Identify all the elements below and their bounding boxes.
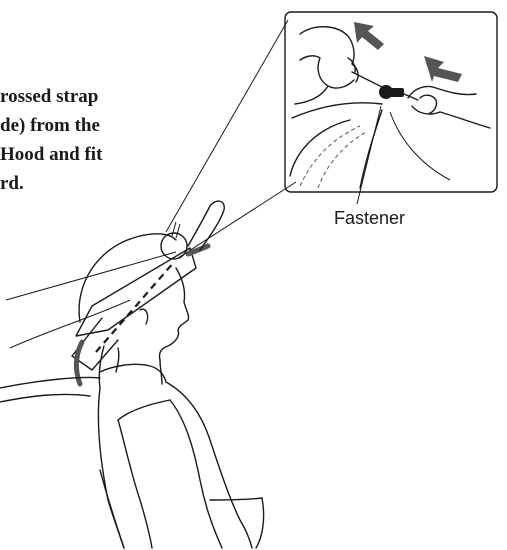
fastener-leader-line <box>357 106 381 204</box>
person-with-hood <box>0 201 264 548</box>
instruction-text: rossed strap de) from the Hood and fit r… <box>0 82 170 198</box>
instruction-line-4: rd. <box>0 169 170 198</box>
arm-line <box>0 377 100 388</box>
right-hand <box>408 86 490 128</box>
face-profile <box>159 268 188 360</box>
hood-brim <box>76 248 196 336</box>
chair-back <box>100 470 264 548</box>
collar <box>100 364 166 382</box>
instruction-line-1: rossed strap <box>0 82 170 111</box>
garment-inner <box>118 400 222 548</box>
strap-tail <box>188 201 224 250</box>
fastener-label: Fastener <box>334 208 405 229</box>
dashed-strap <box>96 262 174 352</box>
zoom-line-bottom <box>178 182 296 258</box>
left-hand <box>295 27 358 104</box>
zoom-line-top <box>166 20 288 232</box>
arrow-up-left-icon <box>354 22 384 50</box>
arrow-right-icon <box>424 56 462 82</box>
inset-detail <box>285 12 497 192</box>
instruction-line-2: de) from the <box>0 111 170 140</box>
fabric-fold <box>290 103 382 188</box>
inset-frame <box>285 12 497 192</box>
instruction-line-3: Hood and fit <box>0 140 170 169</box>
fastener-body <box>390 88 404 97</box>
